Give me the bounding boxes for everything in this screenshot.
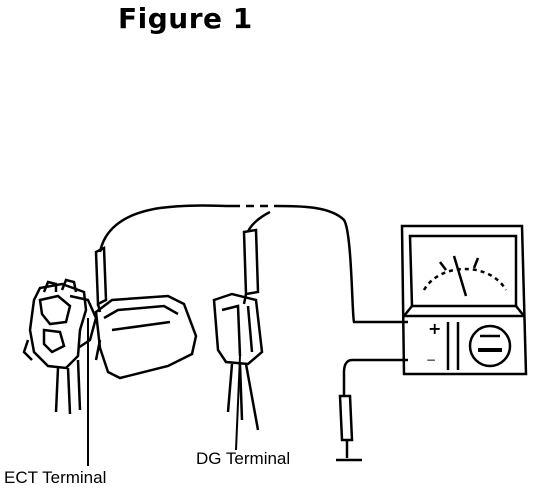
ect-probe — [94, 206, 161, 313]
dg-connector — [212, 292, 264, 431]
dg-pointer-line — [235, 355, 241, 451]
meter-plus-glyph: + — [428, 319, 441, 338]
dg-terminal-label: DG Terminal — [196, 449, 291, 468]
ground-lead-wire — [342, 358, 408, 396]
ect-connector — [22, 278, 98, 415]
connector-housing — [94, 294, 198, 380]
ect-terminal-label: ECT Terminal — [4, 468, 107, 487]
figure-title: Figure 1 — [118, 2, 253, 35]
test-lead-wire — [159, 204, 408, 324]
ground-probe — [338, 394, 354, 458]
voltmeter — [400, 224, 528, 376]
dg-probe — [242, 210, 271, 305]
meter-minus-glyph: − — [426, 353, 436, 367]
